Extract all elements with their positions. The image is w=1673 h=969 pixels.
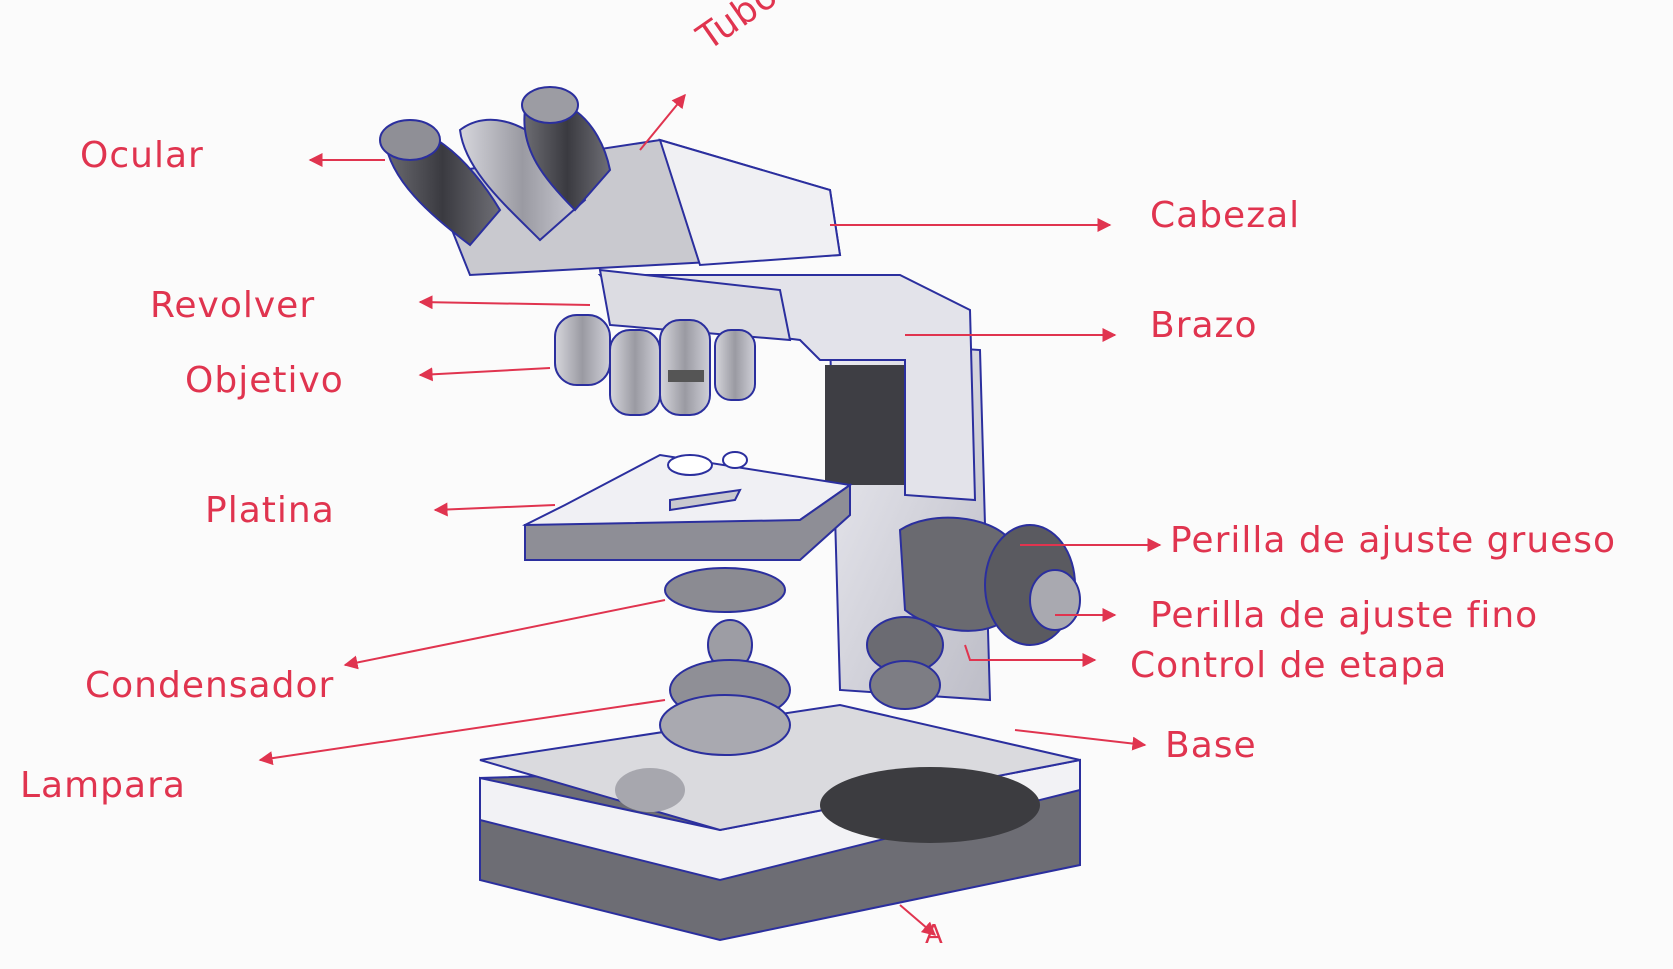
label-perilla-grueso: Perilla de ajuste grueso (1170, 520, 1616, 561)
label-control-etapa: Control de etapa (1130, 645, 1447, 686)
label-cabezal: Cabezal (1150, 195, 1300, 236)
label-brazo: Brazo (1150, 305, 1257, 346)
label-platina: Platina (205, 490, 335, 531)
label-objetivo: Objetivo (185, 360, 344, 401)
condenser-lamp-part (660, 568, 790, 755)
label-perilla-fino: Perilla de ajuste fino (1150, 595, 1538, 636)
label-base: Base (1165, 725, 1257, 766)
revolver-part (555, 270, 790, 415)
label-ocular: Ocular (80, 135, 204, 176)
head-part (380, 87, 840, 275)
label-revolver: Revolver (150, 285, 315, 326)
stage-part (525, 452, 850, 560)
label-lampara: Lampara (20, 765, 186, 806)
label-bottom-marker: A (925, 920, 944, 950)
label-condensador: Condensador (85, 665, 334, 706)
